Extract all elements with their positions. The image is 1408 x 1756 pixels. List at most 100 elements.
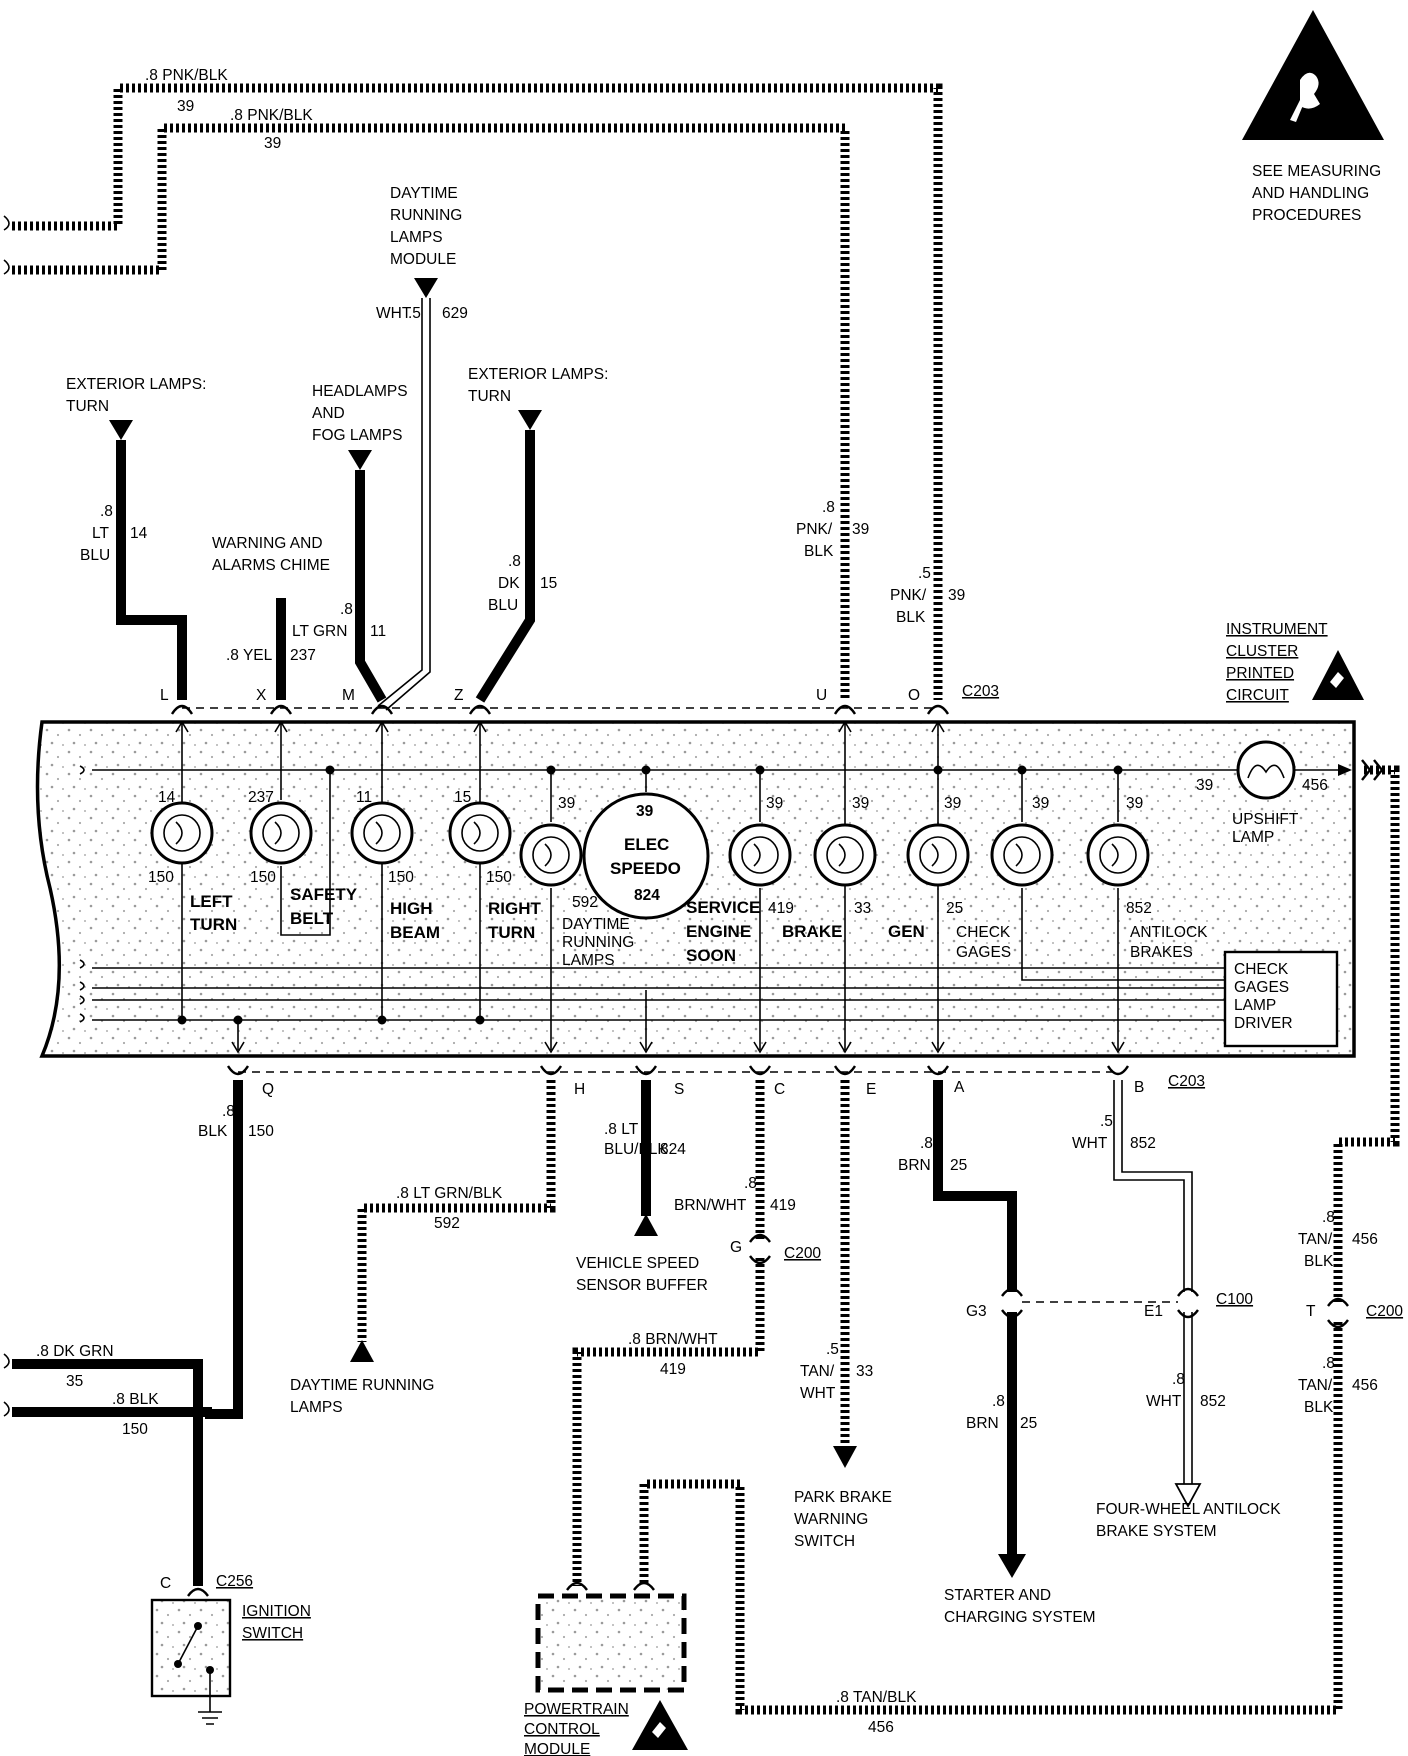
t456a-color2: BLK	[1304, 1253, 1334, 1270]
lamp-right-turn-label-2: TURN	[488, 923, 535, 942]
pin-S: S	[674, 1081, 684, 1098]
t456b-color2: BLK	[1304, 1399, 1334, 1416]
t456a-gauge: .8	[1322, 1209, 1335, 1226]
e1-connector-icon	[1177, 1287, 1199, 1319]
lamp-service-top: 39	[766, 795, 783, 812]
top-connector-terminals	[170, 704, 950, 715]
w14-circuit: 14	[130, 525, 148, 542]
lamp-high-beam-bottom: 150	[388, 869, 414, 886]
a25b-gauge: .8	[992, 1393, 1005, 1410]
speedo-bottom: 824	[634, 887, 660, 904]
upshift-right: 456	[1302, 777, 1328, 794]
q150-gauge: .8	[222, 1103, 235, 1120]
dtrl-lamp-icon	[519, 823, 583, 887]
pin-A: A	[954, 1079, 965, 1096]
park-dest-1: PARK BRAKE	[794, 1489, 892, 1506]
pin-H: H	[574, 1081, 585, 1098]
pin-M: M	[342, 687, 355, 704]
upshift-label-2: LAMP	[1232, 829, 1274, 846]
q150-circuit: 150	[248, 1123, 274, 1140]
wire-break-symbol	[79, 959, 85, 969]
wire-break-symbol	[79, 765, 85, 775]
wire-break-symbol	[79, 1013, 85, 1023]
dkgrn-circuit: 35	[66, 1373, 83, 1390]
dkgrn-label: .8 DK GRN	[36, 1343, 114, 1360]
wire-break-symbol	[3, 1401, 10, 1417]
c419-color: BRN/WHT	[674, 1197, 747, 1214]
wire-39-outer	[12, 83, 943, 700]
cluster-pin-arrows	[175, 720, 1125, 1054]
a25-color: BRN	[898, 1157, 931, 1174]
pin-C: C	[774, 1081, 785, 1098]
t456c-label: .8 TAN/BLK	[836, 1689, 917, 1706]
lamp-dtrl-label-2: RUNNING	[562, 934, 634, 951]
dtrl-module-label-4: MODULE	[390, 251, 456, 268]
e33-color2: WHT	[800, 1385, 836, 1402]
a25b-circuit: 25	[1020, 1415, 1037, 1432]
t456b-circuit: 456	[1352, 1377, 1378, 1394]
c200-connector-icon	[749, 1233, 771, 1265]
t456c-circuit: 456	[868, 1719, 894, 1736]
wO-color2: BLK	[896, 609, 926, 626]
headlamps-label-3: FOG LAMPS	[312, 427, 402, 444]
lamp-dtrl-label-1: DAYTIME	[562, 916, 630, 933]
w237-label: .8 YEL	[226, 647, 273, 664]
blk150-label: .8 BLK	[112, 1391, 159, 1408]
check-gages-driver-box	[1223, 950, 1339, 1048]
speedo-line-2: SPEEDO	[610, 859, 681, 878]
driver-label-4: DRIVER	[1234, 1015, 1293, 1032]
starter-dest-1: STARTER AND	[944, 1587, 1051, 1604]
a25-circuit: 25	[950, 1157, 967, 1174]
vss-dest-arrow	[634, 1214, 658, 1236]
t456a-circuit: 456	[1352, 1231, 1378, 1248]
bottom-connector-terminals	[226, 1065, 1130, 1076]
c203-top-label: C203	[962, 683, 999, 700]
dtrl-module-label-2: RUNNING	[390, 207, 462, 224]
lamp-high-beam-top: 11	[356, 789, 372, 806]
ipc-label-4: CIRCUIT	[1226, 687, 1289, 704]
wire-629	[377, 298, 431, 711]
gen-lamp-icon	[906, 823, 970, 887]
wire-break-symbol	[79, 995, 85, 1005]
wire-15	[475, 430, 535, 703]
pcm-label-3: MODULE	[524, 1741, 590, 1756]
t456b-gauge: .8	[1322, 1355, 1335, 1372]
headlamps-label-2: AND	[312, 405, 345, 422]
left-turn-lamp-icon	[150, 801, 214, 865]
bus-39-arrow	[1338, 764, 1352, 776]
b852-circuit: 852	[1130, 1135, 1156, 1152]
pcm-module-icon	[535, 1581, 687, 1693]
driver-label-2: GAGES	[1234, 979, 1289, 996]
notice-line-2: AND HANDLING	[1252, 185, 1369, 202]
antilock-lamp-icon	[1086, 823, 1150, 887]
blk150-circuit: 150	[122, 1421, 148, 1438]
starter-dest-arrow	[998, 1554, 1026, 1578]
wU-gauge: .8	[822, 499, 835, 516]
dtrl-module-label-1: DAYTIME	[390, 185, 458, 202]
b852-gauge: .5	[1100, 1113, 1113, 1130]
starter-dest-2: CHARGING SYSTEM	[944, 1609, 1096, 1626]
service-engine-lamp-icon	[728, 823, 792, 887]
lamp-safety-belt-top: 237	[248, 789, 274, 806]
b852-color: WHT	[1072, 1135, 1108, 1152]
check-gages-lamp-icon	[990, 823, 1054, 887]
c256-label: C256	[216, 1573, 253, 1590]
lamp-safety-belt-label-2: BELT	[290, 909, 334, 928]
lamp-gen-label: GEN	[888, 922, 925, 941]
lamp-high-beam-label-2: BEAM	[390, 923, 440, 942]
headlamps-label-1: HEADLAMPS	[312, 383, 408, 400]
wO-color1: PNK/	[890, 587, 927, 604]
wO-circuit: 39	[948, 587, 965, 604]
lamp-antilock-label-2: BRAKES	[1130, 944, 1193, 961]
wire-break-symbol	[3, 215, 10, 231]
pin-X: X	[256, 687, 267, 704]
c100-label: C100	[1216, 1291, 1253, 1308]
chime-label-2: ALARMS CHIME	[212, 557, 330, 574]
wire-150	[205, 1080, 243, 1419]
abs-dest-arrow	[1174, 1483, 1202, 1508]
lamp-gen-top: 39	[944, 795, 961, 812]
w14-color2: BLU	[80, 547, 110, 564]
c419b-label: .8 BRN/WHT	[628, 1331, 718, 1348]
w237-circuit: 237	[290, 647, 316, 664]
